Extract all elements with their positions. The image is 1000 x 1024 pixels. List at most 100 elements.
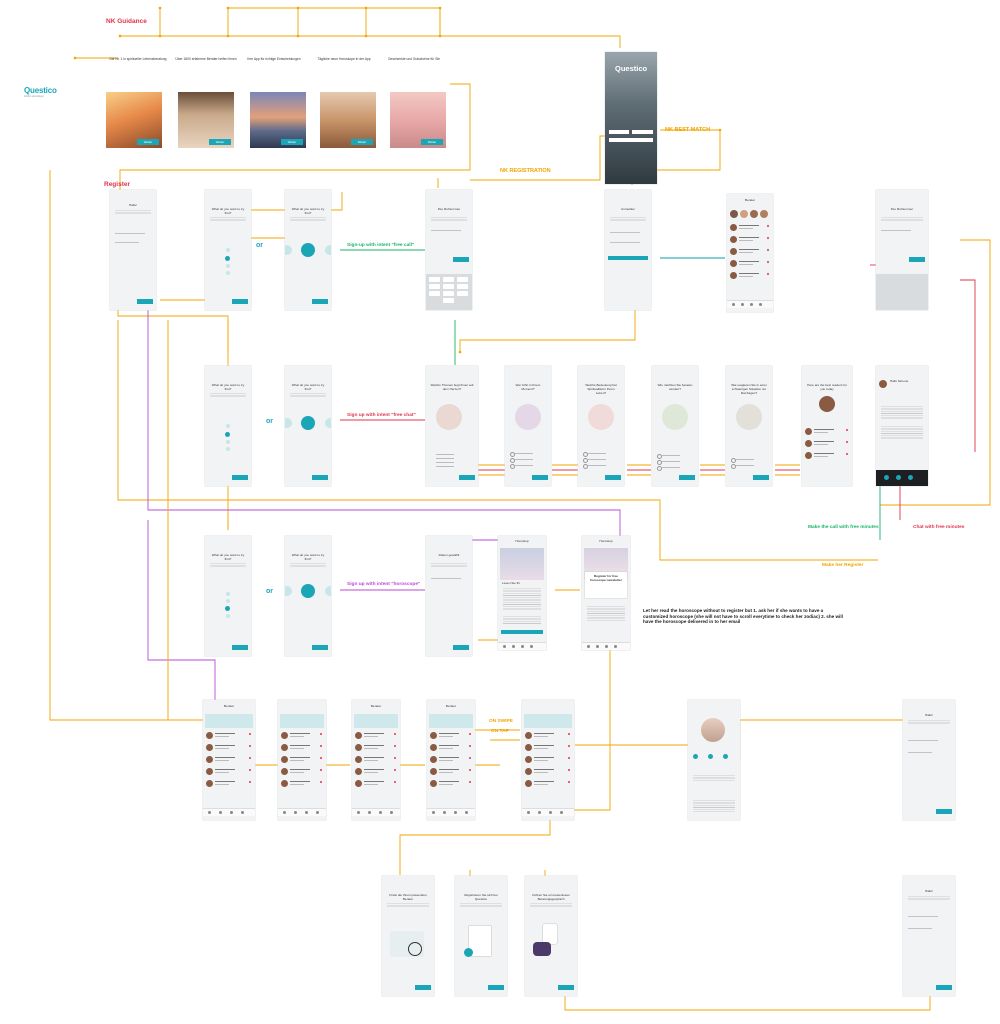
continue-button[interactable] [137, 299, 153, 304]
screen-list-1: Berater [203, 700, 255, 820]
continue-button[interactable] [936, 809, 952, 814]
what-try-title: What do you want to try first? [291, 207, 325, 215]
screen-list-4: Berater [427, 700, 475, 820]
continue-button[interactable] [312, 299, 328, 304]
horoscope-note: Let her read the horoscope without to re… [643, 608, 843, 625]
screen-list-3: Berater [352, 700, 400, 820]
continue-button[interactable] [488, 985, 504, 990]
what-try-title: What do you want to try first? [211, 553, 245, 561]
zodiac-icon[interactable] [301, 584, 315, 598]
guidance-title-2: Über 1800 erfahrene Berater helfen Ihnen [175, 57, 237, 61]
berater-title: Berater [445, 704, 457, 708]
continue-button[interactable] [232, 475, 248, 480]
screen-phone-number-2: Ihre Rufnummer [876, 190, 928, 310]
hallo-title: Hallo! [925, 889, 933, 893]
guidance-title-5: Geschenkte und Gutscheine für Sie [387, 57, 441, 61]
call-free-label: Make the call with free minutes [808, 525, 879, 530]
splash-logo: Questico [615, 64, 648, 73]
screen-quiz-schwierig: Wie reagieren Sie in einer schwierigen S… [726, 366, 772, 486]
guidance-next-button[interactable]: Weiter [351, 139, 373, 145]
screen-anmelden: Anmelden [605, 190, 651, 310]
register-horoscope-text: Register for free horoscope newsletter [590, 574, 622, 582]
screen-what-try-1: What do you want to try first? [205, 190, 251, 310]
screen-best-readers: Here are the best readers for you today [802, 366, 852, 486]
screen-list-2 [278, 700, 326, 820]
continue-button[interactable] [605, 475, 621, 480]
horoscope-title: Horoskop [515, 539, 529, 543]
numeric-keypad[interactable] [876, 274, 928, 310]
guidance-photo-gift: Weiter [390, 92, 446, 148]
what-try-title: What do you want to try first? [211, 383, 245, 391]
guidance-photo-sunset-woman: Weiter [106, 92, 162, 148]
continue-button[interactable] [232, 645, 248, 650]
screen-what-try-3: What do you want to try first? [205, 536, 251, 656]
magnifier-icon [408, 942, 422, 956]
screen-what-try-call: What do you want to try first? [285, 190, 331, 310]
continue-button[interactable] [936, 985, 952, 990]
screen-horoscope-read: Horoskop Lesen Sie Ihr [498, 536, 546, 650]
screen-hallo-2: Hallo! [903, 700, 955, 820]
continue-button[interactable] [312, 475, 328, 480]
on-swipe-label: ON SWIPE [489, 719, 513, 724]
berater-title: Berater [744, 198, 756, 202]
logo-text: Questico [24, 86, 57, 95]
horoscope-row-lines [227, 520, 580, 641]
quiz-schwierig-title: Wie reagieren Sie in einer schwierigen S… [731, 383, 767, 395]
continue-button[interactable] [558, 985, 574, 990]
screen-list-5 [522, 700, 574, 820]
guidance-next-button[interactable]: Weiter [281, 139, 303, 145]
register-newsletter-dialog[interactable]: Register for free horoscope newsletter [585, 572, 627, 598]
make-register-label: Make her Register [822, 563, 864, 568]
login-button[interactable] [609, 130, 629, 134]
continue-button[interactable] [232, 299, 248, 304]
what-try-title: What do you want to try first? [291, 553, 325, 561]
best-readers-title: Here are the best readers for you today [807, 383, 847, 391]
continue-button[interactable] [909, 257, 925, 262]
continue-button[interactable] [415, 985, 431, 990]
continue-button[interactable] [453, 257, 469, 262]
screen-datum: Datum gewählt [426, 536, 472, 656]
phone-number-title: Ihre Rufnummer [437, 207, 461, 211]
screen-quiz-thema: Welche Themen liegt Ihnen auf dem Herzen… [426, 366, 478, 486]
numeric-keypad[interactable] [426, 274, 472, 310]
splash-screen: Questico [605, 52, 657, 184]
logo-tagline: Zeit für Lebensfragen [24, 95, 44, 98]
anmelden-title: Anmelden [621, 207, 635, 211]
guidance-next-button[interactable]: Weiter [421, 139, 443, 145]
registrieren-title: Registrieren Sie sich bei Questico [464, 893, 498, 901]
register-button[interactable] [632, 130, 653, 134]
horoscope-cta[interactable] [501, 630, 543, 634]
berater-title: Berater [370, 704, 382, 708]
chat-intent-line [340, 264, 976, 520]
screen-registrieren: Registrieren Sie sich bei Questico [455, 876, 507, 996]
guidance-title-3: Ihre App für richtige Entscheidungen [247, 57, 301, 61]
on-tap-label: ON TAP [491, 729, 509, 734]
guidance-next-button[interactable]: Weiter [137, 139, 159, 145]
quiz-beraten-title: Wie möchten Sie beraten werden? [657, 383, 693, 391]
person-illustration [533, 942, 551, 956]
phone-number-title: Ihre Rufnummer [890, 207, 914, 211]
continue-button[interactable] [679, 475, 695, 480]
horoscope-title: Horoskop [599, 539, 613, 543]
screen-hallo: Hallo! [110, 190, 156, 310]
best-match-button[interactable] [609, 138, 653, 142]
section-registration-label: NK REGISTRATION [500, 168, 551, 174]
chat-icon[interactable] [301, 416, 315, 430]
intent-chat-label: Sign up with intent "free chat" [347, 413, 416, 418]
screen-hallo-3: Hallo! [903, 876, 955, 996]
anmelden-button[interactable] [608, 256, 648, 260]
continue-button[interactable] [312, 645, 328, 650]
hallo-simone-title: Hallo Simone [890, 379, 909, 383]
phone-icon [464, 948, 473, 957]
screen-phone-number-1: Ihre Rufnummer [426, 190, 472, 310]
guidance-next-button[interactable]: Weiter [209, 139, 231, 145]
continue-button[interactable] [532, 475, 548, 480]
what-try-title: What do you want to try first? [211, 207, 245, 215]
continue-button[interactable] [459, 475, 475, 480]
phone-icon[interactable] [301, 243, 315, 257]
screen-what-try-2: What do you want to try first? [205, 366, 251, 486]
continue-button[interactable] [453, 645, 469, 650]
screen-finde: Finde die Ihnen passenden Berater [382, 876, 434, 996]
continue-button[interactable] [753, 475, 769, 480]
